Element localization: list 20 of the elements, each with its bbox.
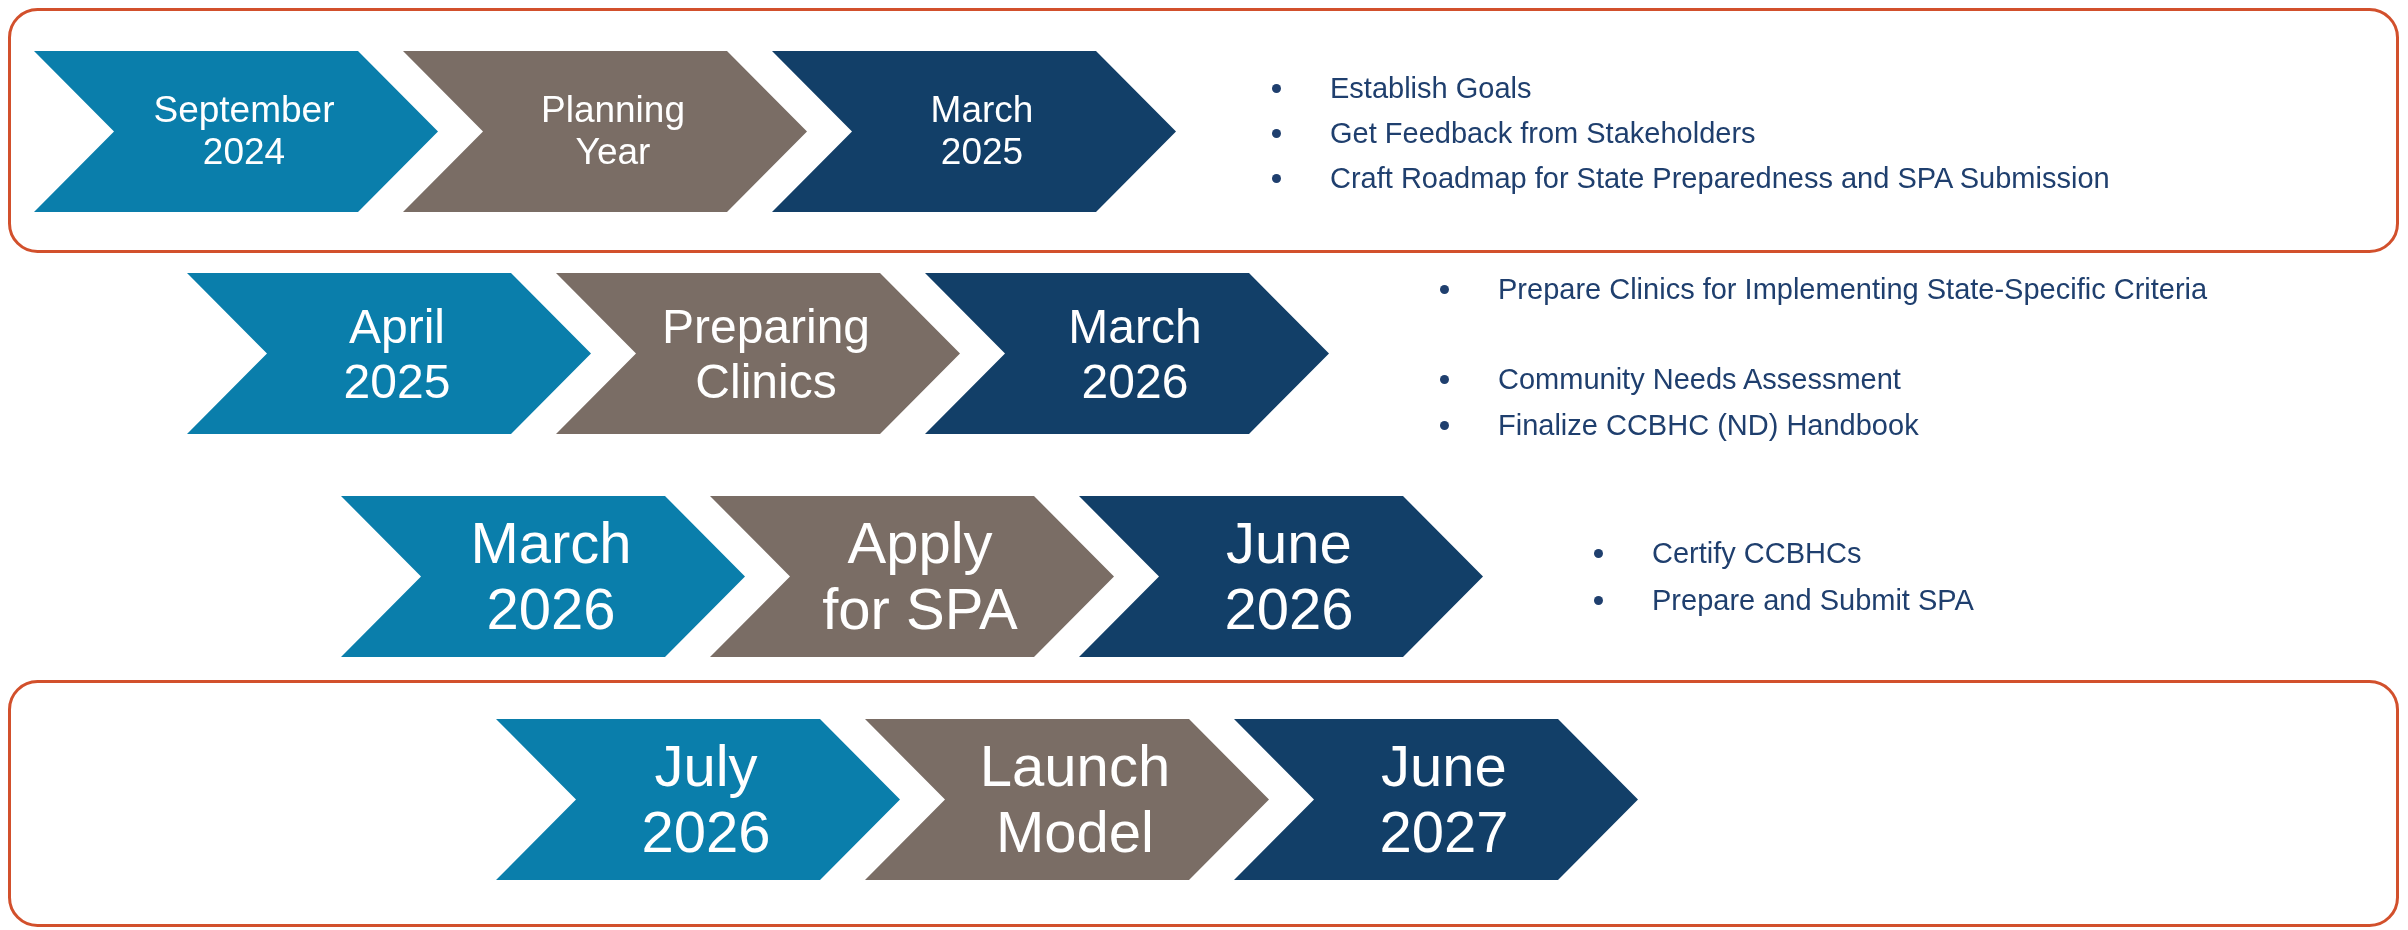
phase-label: June 2026	[1224, 509, 1354, 644]
phase-label: Preparing Clinics	[661, 298, 871, 409]
phase-label: March 2026	[470, 509, 632, 644]
phase-label: September 2024	[153, 88, 335, 175]
bullet-item: Community Needs Assessment	[1498, 362, 1902, 397]
phase-label: Launch Model	[979, 732, 1171, 867]
bullet-item: Prepare and Submit SPA	[1652, 583, 1975, 618]
bullet-item: Certify CCBHCs	[1652, 536, 1863, 571]
bullet-item: Establish Goals	[1330, 71, 1533, 106]
phase-label: March 2026	[1068, 298, 1202, 409]
phase-label: March 2025	[930, 88, 1034, 175]
bullet-item: Finalize CCBHC (ND) Handbook	[1498, 408, 1920, 443]
phase-label: Planning Year	[541, 88, 685, 175]
phase-label: July 2026	[641, 732, 771, 867]
phase-label: June 2027	[1379, 732, 1509, 867]
phase-label: Apply for SPA	[821, 509, 1019, 644]
bullet-item: Craft Roadmap for State Preparedness and SPA Submission	[1330, 161, 2111, 196]
bullet-item: Get Feedback from Stakeholders	[1330, 116, 1757, 151]
phase-label: April 2025	[343, 298, 451, 409]
bullet-item: Prepare Clinics for Implementing State-Specific Criteria	[1498, 272, 2209, 307]
